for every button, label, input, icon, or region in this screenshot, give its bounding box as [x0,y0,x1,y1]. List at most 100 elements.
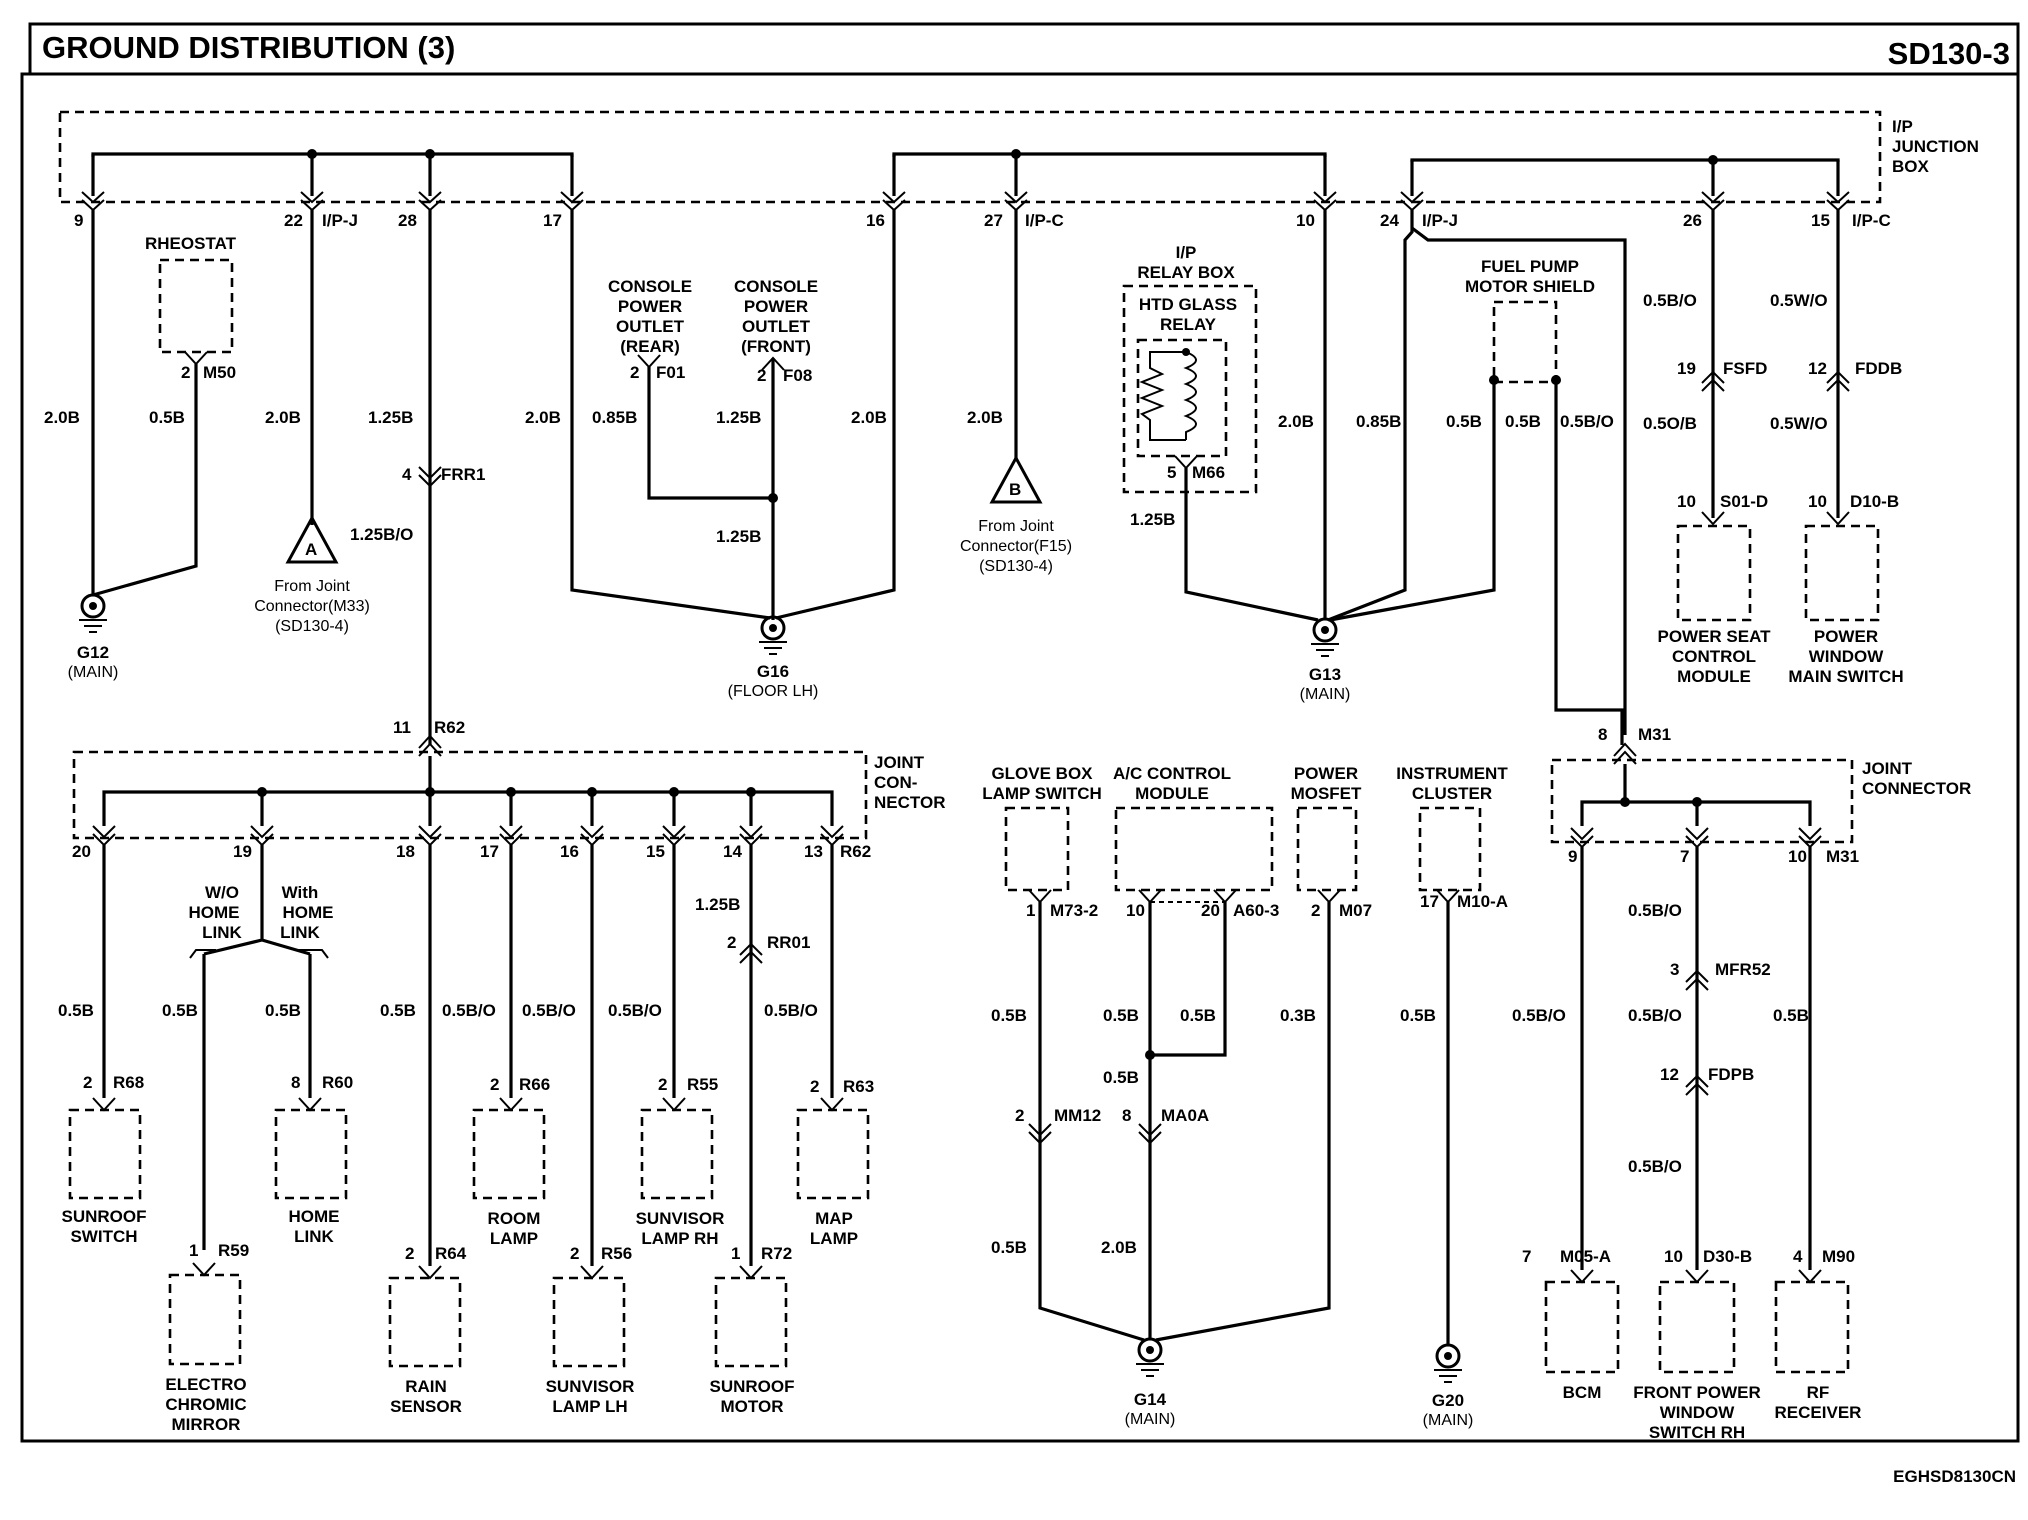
wire-label: M07 [1339,901,1372,920]
svg-text:MIRROR: MIRROR [172,1415,241,1434]
jb-bus-2 [892,152,1327,157]
wire-label: 10 [1126,901,1145,920]
wire-label: 0.5B/O [1643,291,1697,310]
wire-label: 2.0B [265,408,301,427]
wire-label: FDPB [1708,1065,1754,1084]
wire-label: R63 [843,1077,874,1096]
wire-label: 2 [181,363,190,382]
svg-text:WINDOW: WINDOW [1660,1403,1736,1422]
electro-mirror-label: ELECTRO [165,1375,246,1394]
wire-label: 9 [1568,847,1577,866]
ac-control-box [1114,806,1274,892]
wire-label: 16 [560,842,579,861]
room-lamp-label: ROOM [488,1209,541,1228]
wire-label: 0.5W/O [1770,414,1828,433]
ground-g12 [79,593,107,633]
svg-text:LAMP: LAMP [810,1229,858,1248]
svg-text:LAMP LH: LAMP LH [552,1397,627,1416]
pin-label: I/P-J [322,211,358,230]
electro-mirror-box [168,1273,242,1366]
svg-text:(MAIN): (MAIN) [68,664,119,681]
wire-label: 2 [83,1073,92,1092]
svg-text:Connector(M33): Connector(M33) [254,598,370,615]
svg-text:(FLOOR LH): (FLOOR LH) [728,683,819,700]
rf-receiver-label: RF [1807,1383,1830,1402]
ref-a-triangle [285,514,339,564]
svg-text:OUTLET: OUTLET [616,317,685,336]
wire-label: M90 [1822,1247,1855,1266]
sunroof-motor-box [714,1276,788,1368]
home-link-label: HOME [289,1207,340,1226]
wire-label: 0.85B [592,408,637,427]
wire-label: 8 [1122,1106,1131,1125]
svg-text:SENSOR: SENSOR [390,1397,462,1416]
rain-sensor-label: RAIN [405,1377,447,1396]
svg-text:CON-: CON- [874,773,917,792]
wire-label: MFR52 [1715,960,1771,979]
wire-label: 20 [72,842,91,861]
wire-label: 1 [1026,901,1035,920]
jb-bus-3 [1410,158,1840,162]
power-window-main-box [1804,524,1880,622]
joint-bus-left [102,756,834,810]
wire-label: D10-B [1850,492,1899,511]
wire-label: 13 [804,842,823,861]
wire-label: 0.5B [991,1238,1027,1257]
wire-label: 5 [1167,463,1176,482]
wire-shield-m31 [1554,380,1624,745]
joint-connector-right-label: JOINT [1862,759,1913,778]
sunvisor-rh-label: SUNVISOR [636,1209,725,1228]
wire-label: 2.0B [1278,412,1314,431]
svg-text:POWER: POWER [618,297,682,316]
pin-label: 28 [398,211,417,230]
svg-text:MAIN SWITCH: MAIN SWITCH [1788,667,1903,686]
splice [669,787,679,797]
svg-text:RELAY: RELAY [1160,315,1217,334]
home-link-box [274,1108,348,1200]
splice [1145,1050,1155,1060]
pin-label: I/P-J [1422,211,1458,230]
diagram-code: SD130-3 [1888,36,2010,71]
wire-label: 2.0B [525,408,561,427]
wire-label: 8 [1598,725,1607,744]
fuel-pump-label: FUEL PUMP [1481,257,1579,276]
svg-text:MODULE: MODULE [1135,784,1209,803]
g20-label: G20 [1432,1391,1464,1410]
rain-sensor-box [388,1276,462,1368]
wire-label: R59 [218,1241,249,1260]
wire-relay-g13 [1184,468,1319,622]
jb-bus-1 [91,152,574,157]
sunvisor-lh-box [552,1276,626,1368]
wire-label: D30-B [1703,1247,1752,1266]
pin-label: 10 [1296,211,1315,230]
wire-label: 12 [1808,359,1827,378]
pin-label: 16 [866,211,885,230]
wire-label: 0.5W/O [1770,291,1828,310]
glove-box-label: GLOVE BOX [991,764,1093,783]
splice [425,787,435,797]
pin-label: I/P-C [1025,211,1064,230]
wire-label: 2.0B [851,408,887,427]
relay-box [1122,284,1258,494]
wire-label: 1.25B [368,408,413,427]
svg-text:LAMP: LAMP [490,1229,538,1248]
splice [746,787,756,797]
wire-label: R62 [840,842,871,861]
wire-label: 19 [1677,359,1696,378]
svg-text:(MAIN): (MAIN) [1423,1412,1474,1429]
wire-pin17-g16 [570,210,771,620]
htd-relay-label: HTD GLASS [1139,295,1237,314]
wire-label: 7 [1680,847,1689,866]
splice [1620,797,1630,807]
wire-label: 2 [570,1244,579,1263]
wire-label: R60 [322,1073,353,1092]
wire-label: 0.5B [265,1001,301,1020]
wire-label: F08 [783,366,812,385]
connector-chevrons-joint-right [1570,827,1822,849]
wire-label: 0.5B/O [1628,1006,1682,1025]
ground-g20 [1434,1343,1462,1383]
svg-text:BOX: BOX [1892,157,1930,176]
wire-label: 2 [727,933,736,952]
wire-label: 2 [1015,1106,1024,1125]
